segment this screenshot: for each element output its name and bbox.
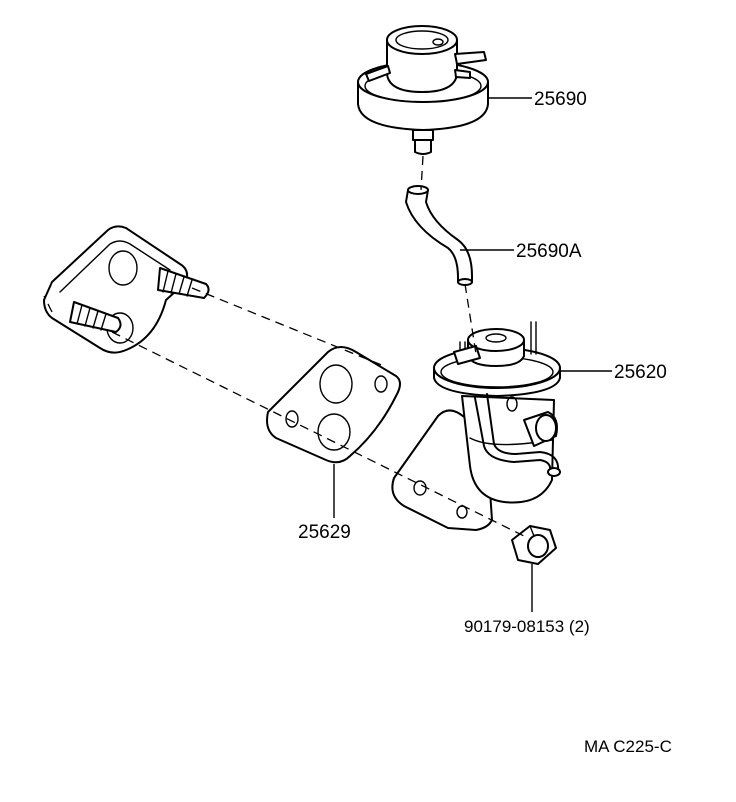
part-number-modulator: 25690 [534, 89, 587, 110]
hex-nut [511, 525, 557, 565]
egr-valve [391, 321, 561, 531]
egr-vacuum-modulator [357, 25, 489, 155]
leader-lines [333, 97, 612, 612]
part-number-nut: 90179-08153 (2) [464, 617, 590, 636]
assembly-lines [43, 155, 529, 539]
vacuum-hose [405, 185, 473, 286]
part-number-gasket: 25629 [298, 522, 351, 543]
diagram-reference-code: MA C225-C [584, 737, 672, 756]
part-number-hose: 25690A [516, 241, 582, 262]
part-number-egr-valve: 25620 [614, 362, 667, 383]
gasket [266, 346, 401, 464]
flange-adapter-with-studs [43, 225, 210, 354]
